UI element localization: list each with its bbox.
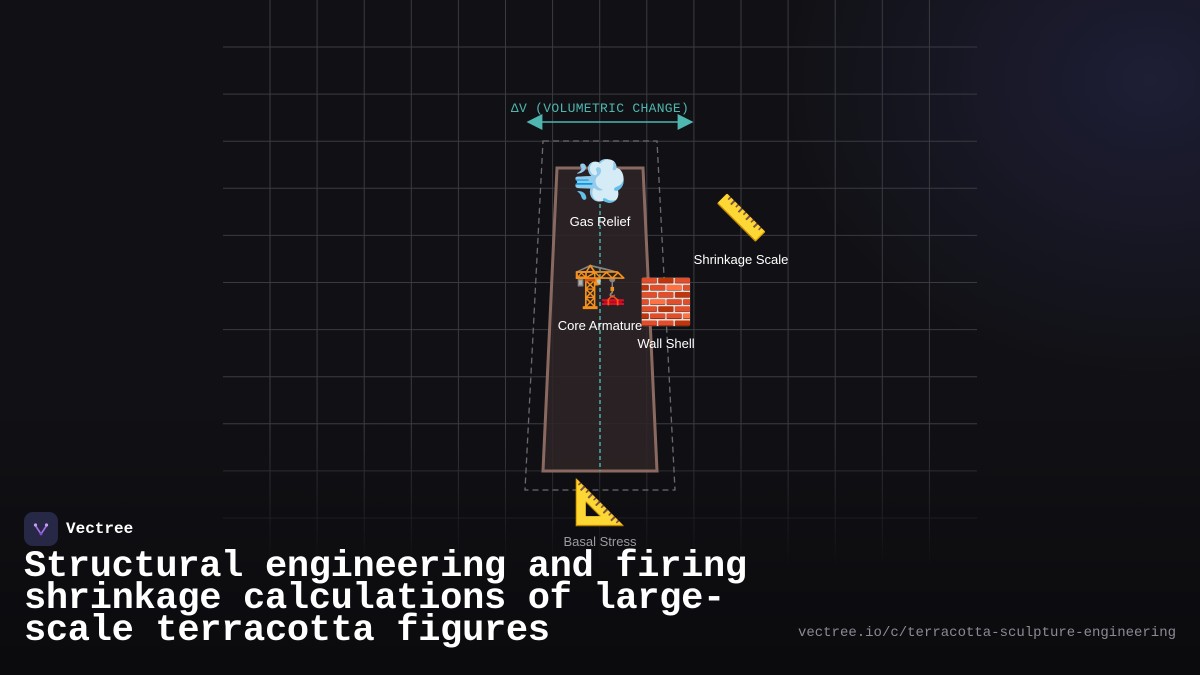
fired-outline (524, 140, 676, 491)
vectree-logo-icon (24, 512, 58, 546)
source-url[interactable]: vectree.io/c/terracotta-sculpture-engine… (797, 625, 1176, 641)
ruler-icon: 📏 (713, 194, 769, 243)
shrinkage-scale-label: Shrinkage Scale (693, 252, 789, 267)
page-title: Structural engineering and firing shrink… (24, 546, 747, 652)
wall-shell-label: Wall Shell (637, 336, 695, 351)
brand-name: Vectree (66, 520, 134, 538)
gas-relief-label: Gas Relief (569, 214, 631, 229)
triangular-ruler-icon: 📐 (572, 478, 628, 527)
brick-icon: 🧱 (638, 278, 694, 327)
building-crane-icon: 🏗️ (572, 261, 628, 310)
dashing-wind-icon: 💨 (572, 157, 628, 206)
core-armature-label: Core Armature (557, 318, 643, 333)
volumetric-change-label: ΔV (VOLUMETRIC CHANGE) (510, 101, 690, 116)
basal-stress-label: Basal Stress (563, 534, 637, 549)
brand[interactable]: Vectree (24, 512, 133, 546)
